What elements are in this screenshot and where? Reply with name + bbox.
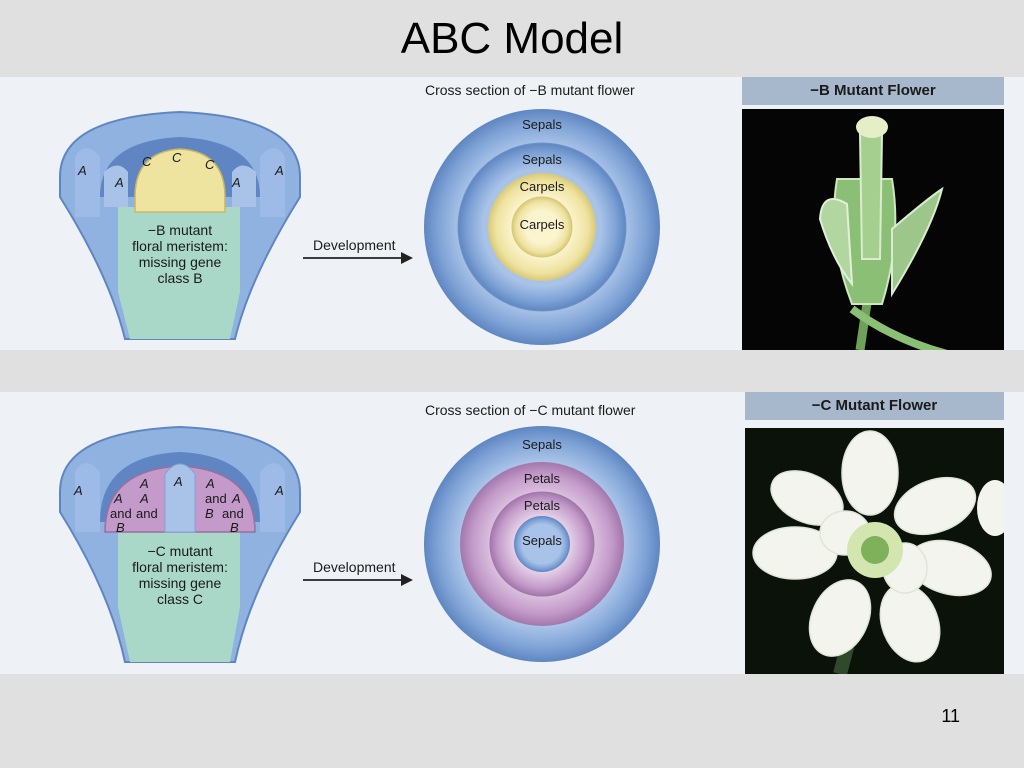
cross-section-b [424, 109, 660, 345]
region-label: A [114, 175, 124, 190]
whorl-4 [511, 196, 573, 258]
cross-section-title: Cross section of −C mutant flower [425, 402, 636, 418]
meristem-label-line: class C [157, 591, 203, 607]
b-mutant-diagram: A A C C C A A −B mutant floral meristem:… [59, 82, 660, 345]
whorl-label: Petals [524, 498, 561, 513]
floral-meristem-b [59, 110, 301, 340]
whorl-labels-c: Sepals Petals Petals Sepals [522, 437, 562, 548]
floral-meristem-c [59, 425, 301, 663]
whorl-label: Sepals [522, 437, 562, 452]
region-label: A [274, 483, 284, 498]
region-label: C [142, 154, 152, 169]
photo-header: −C Mutant Flower [745, 392, 1004, 420]
meristem-region-labels-c-right: A and B and B [205, 491, 244, 535]
whorl-label: Carpels [520, 179, 565, 194]
region-label: A [173, 474, 183, 489]
meristem-label-c: −C mutant floral meristem: missing gene … [132, 543, 228, 607]
region-label: A [231, 491, 241, 506]
region-label: A [139, 491, 149, 506]
whorl-label: Sepals [522, 533, 562, 548]
meristem-region-labels-b: A A C C C A A [77, 150, 284, 190]
page-number: 11 [941, 706, 960, 726]
whorl-labels-b: Sepals Sepals Carpels Carpels [520, 117, 565, 232]
cross-section-c [424, 426, 660, 662]
meristem-label-line: class B [157, 270, 202, 286]
region-label: B [205, 506, 214, 521]
c-mutant-diagram: A A and B A A and B A A A A and B and B … [59, 402, 660, 663]
whorl-label: Carpels [520, 217, 565, 232]
panel-c-mutant: A A and B A A and B A A A A and B and B … [0, 392, 1024, 674]
development-arrow-c: Development [303, 559, 413, 586]
meristem-label-line: −B mutant [148, 222, 212, 238]
region-label: A [231, 175, 241, 190]
region-label: A [274, 163, 284, 178]
region-label: A [77, 163, 87, 178]
whorl-label: Sepals [522, 117, 562, 132]
region-label: and [205, 491, 227, 506]
region-label: A [139, 476, 149, 491]
panel-b-mutant: A A C C C A A −B mutant floral meristem:… [0, 77, 1024, 350]
meristem-label-line: missing gene [139, 254, 222, 270]
whorl-4 [514, 516, 570, 572]
region-label: and [222, 506, 244, 521]
development-label: Development [313, 237, 396, 253]
region-label: B [230, 520, 239, 535]
slide-title: ABC Model [400, 14, 624, 63]
meristem-label-line: floral meristem: [132, 559, 228, 575]
photo-header: −B Mutant Flower [742, 77, 1004, 105]
meristem-label-b: −B mutant floral meristem: missing gene … [132, 222, 228, 286]
region-label: C [172, 150, 182, 165]
meristem-label-line: −C mutant [148, 543, 213, 559]
region-label: and [110, 506, 132, 521]
meristem-label-line: missing gene [139, 575, 222, 591]
development-arrow-b: Development [303, 237, 413, 264]
region-label: and [136, 506, 158, 521]
whorl-label: Petals [524, 471, 561, 486]
region-label: B [116, 520, 125, 535]
development-label: Development [313, 559, 396, 575]
b-mutant-flower-photo [742, 109, 1004, 350]
cross-section-title: Cross section of −B mutant flower [425, 82, 635, 98]
region-label: A [205, 476, 215, 491]
c-mutant-flower-photo [745, 428, 1004, 674]
whorl-label: Sepals [522, 152, 562, 167]
region-label: C [205, 157, 215, 172]
region-label: A [73, 483, 83, 498]
region-label: A [113, 491, 123, 506]
meristem-label-line: floral meristem: [132, 238, 228, 254]
meristem-region-labels-c: A A and B A A and B A A A [73, 474, 284, 535]
